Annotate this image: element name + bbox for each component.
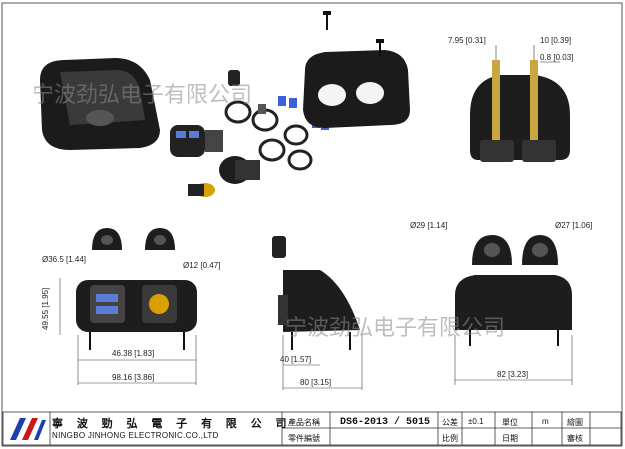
rear-view	[454, 235, 573, 385]
dim-rear-right-dia: Ø27 [1.06]	[555, 221, 592, 230]
housing-right	[303, 50, 410, 128]
title-block-grid	[2, 411, 622, 446]
watermark-bottom: 宁波劲弘电子有限公司	[285, 316, 505, 341]
rear-housing	[455, 275, 572, 330]
front-view	[59, 228, 197, 385]
dim-rear-left-dia: Ø29 [1.14]	[410, 221, 447, 230]
unit-label: 單位	[502, 418, 518, 427]
side-housing	[283, 270, 360, 332]
dim-front-height: 49.55 [1.95]	[41, 288, 50, 330]
dim-top-right-left: 7.95 [0.31]	[448, 36, 486, 45]
exploded-view	[40, 11, 410, 197]
dim-front-total-width: 98.16 [3.86]	[112, 373, 154, 382]
usb-socket	[170, 125, 223, 157]
date-label: 日期	[502, 434, 518, 443]
drawn-label: 繪圖	[567, 418, 583, 427]
dim-front-inner-width: 46.38 [1.83]	[112, 349, 154, 358]
check-label: 審核	[567, 434, 583, 443]
top-right-view	[470, 45, 570, 162]
scale-label: 比例	[442, 434, 458, 443]
cigarette-socket	[188, 156, 260, 197]
dim-front-left-dia: Ø36.5 [1.44]	[42, 255, 86, 264]
dim-top-right-right: 10 [0.39]	[540, 36, 571, 45]
unit-value: m	[542, 417, 549, 426]
screws	[323, 11, 384, 56]
product-name-label: 產品名稱	[288, 418, 320, 427]
side-view	[272, 236, 363, 390]
company-name-cn: 寧 波 勁 弘 電 子 有 限 公 司	[52, 417, 292, 430]
dim-rear-width: 82 [3.23]	[497, 370, 528, 379]
watermark-top: 宁波劲弘电子有限公司	[32, 83, 252, 108]
company-name-en: NINGBO JINHONG ELECTRONIC.CO.,LTD	[52, 431, 219, 440]
dim-side-width: 80 [3.15]	[300, 378, 331, 387]
tolerance-label: 公差	[442, 418, 458, 427]
dim-top-right-inner: 0.8 [0.03]	[540, 53, 573, 62]
dim-front-right-dia: Ø12 [0.47]	[183, 261, 220, 270]
socket-cap	[224, 70, 252, 124]
dim-side-height: 40 [1.57]	[280, 355, 311, 364]
tolerance-value: ±0.1	[468, 417, 484, 426]
product-name-value: DS6-2013 / 5015	[340, 417, 431, 428]
company-logo	[10, 418, 46, 440]
part-no-label: 零件編號	[288, 434, 320, 443]
